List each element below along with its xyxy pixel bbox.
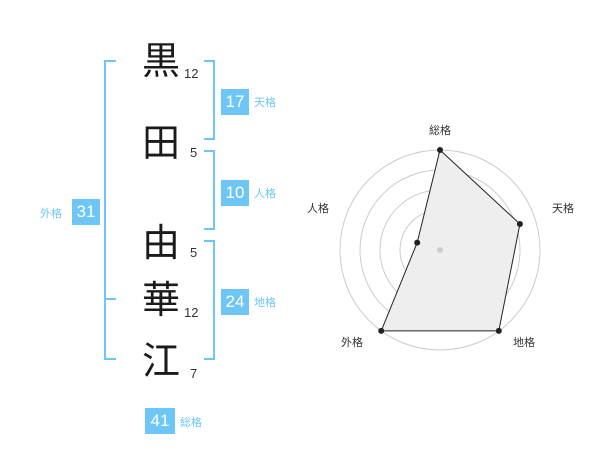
tenkaku-label: 天格 bbox=[254, 96, 276, 109]
radar-points bbox=[378, 147, 523, 334]
surname-char-2: 田 bbox=[141, 121, 180, 165]
radar-point bbox=[516, 221, 523, 227]
chikaku-bracket-vertical bbox=[213, 240, 215, 360]
stroke-count-1: 12 bbox=[184, 66, 199, 81]
given-char-2: 華 bbox=[141, 278, 180, 322]
stroke-count-2: 5 bbox=[190, 145, 198, 160]
tenkaku-bracket-top bbox=[204, 60, 215, 62]
gaikaku-bracket-top bbox=[104, 60, 116, 62]
stroke-count-3: 5 bbox=[190, 245, 198, 260]
surname-char-1: 黒 bbox=[141, 39, 180, 83]
radar-label-bottom-right: 地格 bbox=[513, 335, 535, 349]
gaikaku-label: 外格 bbox=[40, 207, 62, 220]
chikaku-value: 24 bbox=[221, 289, 249, 315]
radar-point bbox=[378, 327, 385, 334]
chikaku-bracket-top bbox=[204, 240, 215, 242]
radar-point bbox=[437, 147, 443, 153]
gaikaku-bracket-vertical bbox=[104, 60, 106, 360]
tenkaku-bracket-bottom bbox=[204, 138, 215, 140]
stroke-count-5: 7 bbox=[190, 366, 198, 381]
chikaku-bracket-bottom bbox=[204, 358, 215, 360]
soukaku-label: 総格 bbox=[180, 416, 202, 429]
gaikaku-bracket-bottom bbox=[104, 358, 116, 360]
radar-point bbox=[414, 239, 421, 246]
jinkaku-bracket-top bbox=[204, 150, 215, 152]
radar-label-top: 総格 bbox=[429, 123, 451, 137]
jinkaku-bracket-bottom bbox=[204, 228, 215, 230]
tenkaku-bracket-vertical bbox=[213, 60, 215, 140]
chikaku-label: 地格 bbox=[254, 296, 276, 309]
jinkaku-bracket-vertical bbox=[213, 150, 215, 230]
gaikaku-bracket-mid bbox=[104, 298, 116, 300]
radar-label-left: 人格 bbox=[307, 201, 329, 215]
radar-point bbox=[495, 327, 502, 334]
radar-label-bottom-left: 外格 bbox=[341, 335, 363, 349]
radar-label-right: 天格 bbox=[552, 201, 574, 215]
given-char-1: 由 bbox=[141, 221, 180, 265]
tenkaku-value: 17 bbox=[221, 89, 249, 115]
radar-shape bbox=[380, 149, 521, 332]
radar-center-dot bbox=[437, 247, 443, 253]
soukaku-value: 41 bbox=[145, 408, 175, 434]
jinkaku-value: 10 bbox=[221, 180, 249, 206]
stroke-count-4: 12 bbox=[184, 305, 199, 320]
jinkaku-label: 人格 bbox=[254, 187, 276, 200]
given-char-3: 江 bbox=[141, 339, 180, 383]
gaikaku-value: 31 bbox=[72, 199, 100, 225]
